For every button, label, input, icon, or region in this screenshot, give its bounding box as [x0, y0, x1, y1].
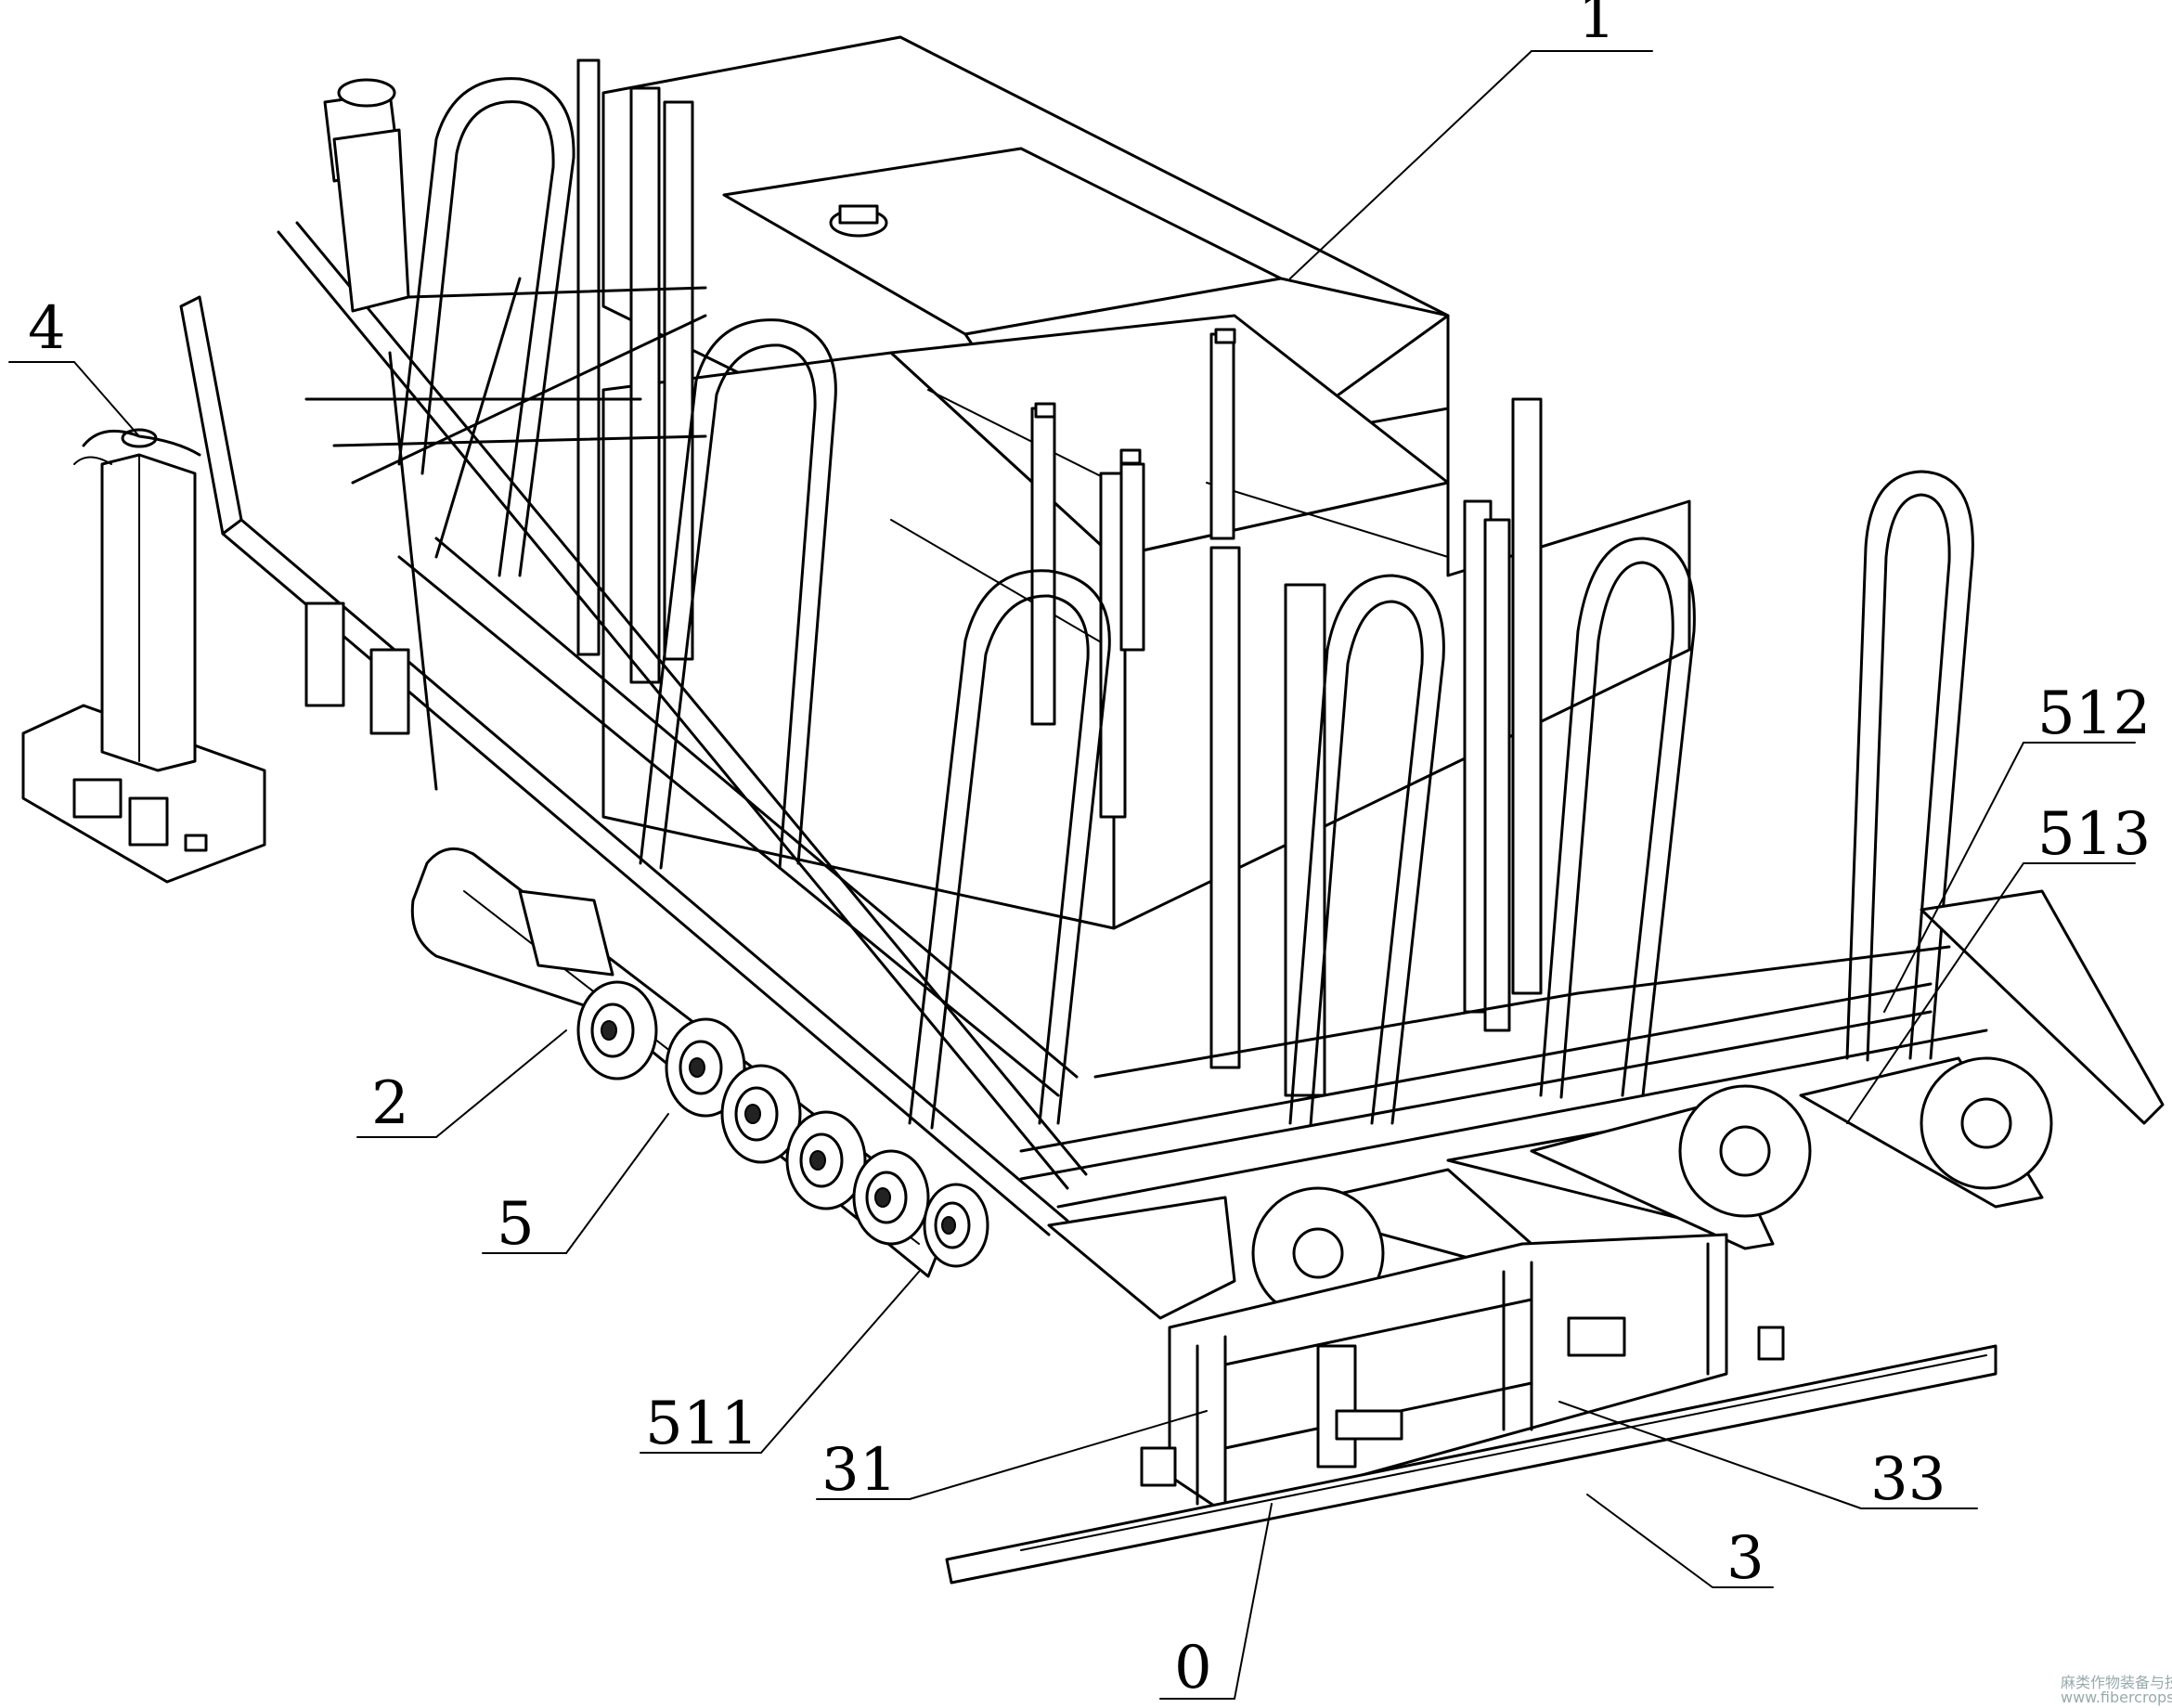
cutter-bar	[945, 1344, 1997, 1585]
road-wheel	[576, 980, 658, 1080]
upright-posts	[576, 58, 1543, 1097]
star-wheel	[1920, 1056, 2053, 1190]
label-31: 31	[821, 1436, 897, 1505]
front-conveyor	[1019, 945, 1988, 1209]
leader-lines	[8, 50, 2136, 1700]
label-3: 3	[1726, 1524, 1765, 1593]
label-1: 1	[1578, 0, 1616, 52]
label-2: 2	[371, 1069, 409, 1138]
watermark-line1: 麻类作物装备与技能网	[2061, 1674, 2172, 1691]
label-512: 512	[2037, 679, 2151, 748]
cutter-frame	[1140, 1233, 1785, 1515]
label-5: 5	[497, 1190, 535, 1259]
hoops	[397, 77, 1974, 1130]
label-511: 511	[645, 1390, 758, 1458]
label-4: 4	[28, 294, 66, 363]
watermark: 麻类作物装备与技能网 www.fibercrops.com	[2061, 1674, 2172, 1706]
star-wheel	[1678, 1084, 1812, 1218]
label-0: 0	[1174, 1634, 1212, 1702]
road-wheel	[785, 1110, 867, 1210]
left-conveyor	[179, 78, 1088, 1236]
road-wheels	[576, 980, 989, 1268]
label-513: 513	[2037, 800, 2151, 869]
crop-dividers	[1047, 889, 2165, 1320]
road-wheel	[923, 1183, 989, 1268]
road-wheel	[852, 1149, 930, 1246]
left-column	[21, 428, 266, 884]
engine-housing	[601, 35, 1691, 930]
road-wheel	[720, 1064, 802, 1164]
watermark-line2: www.fibercrops.com	[2061, 1689, 2172, 1706]
label-33: 33	[1870, 1445, 1946, 1514]
reference-labels: 1 2 3 4 5 0 31 33 511 512 513	[28, 0, 2151, 1702]
